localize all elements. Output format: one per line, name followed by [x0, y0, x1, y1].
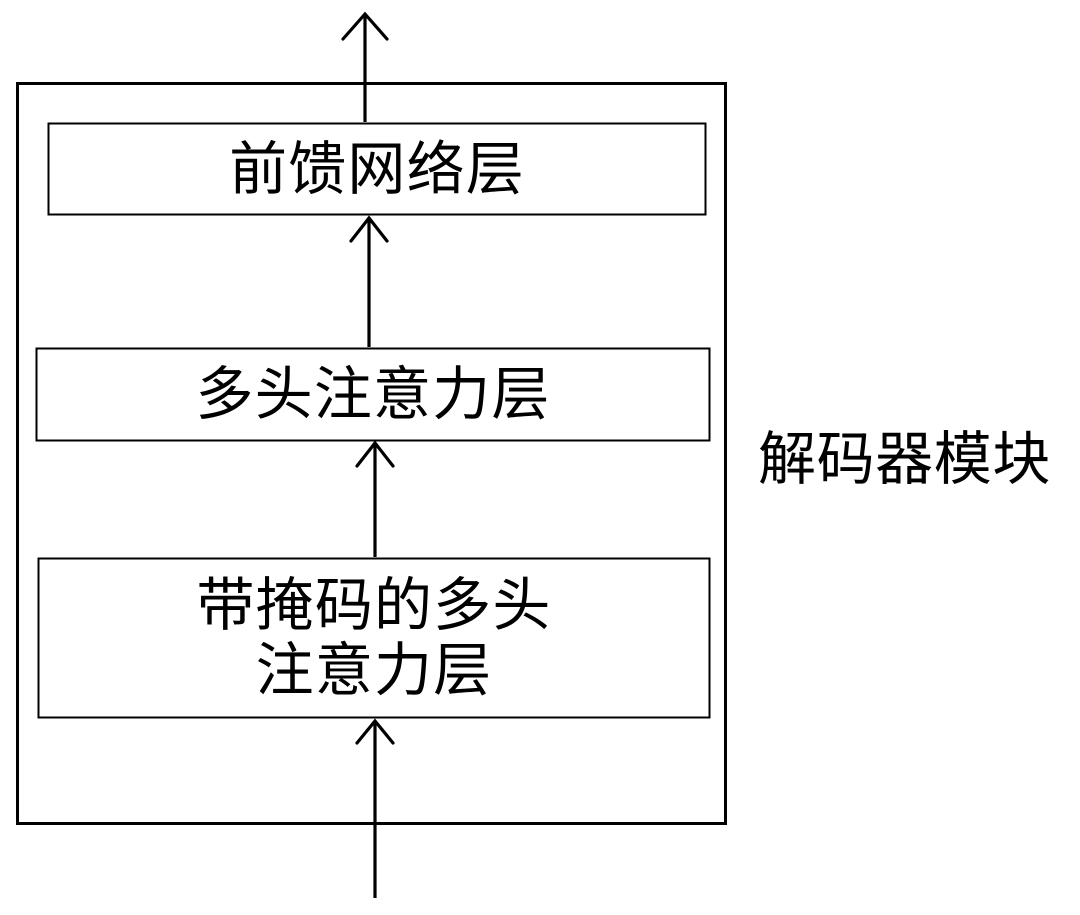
masked-to-mha-arrowhead-icon [355, 440, 395, 468]
input-arrowhead-icon [355, 718, 395, 745]
feed-forward-network-box[interactable] [47, 122, 707, 216]
mha-to-ffn-arrowhead-icon [349, 215, 389, 243]
output-arrowhead-icon [341, 11, 389, 41]
decoder-module-caption: 解码器模块 [758, 425, 1051, 493]
masked-multi-head-attention-box[interactable] [37, 557, 711, 719]
multi-head-attention-box[interactable] [35, 347, 711, 442]
